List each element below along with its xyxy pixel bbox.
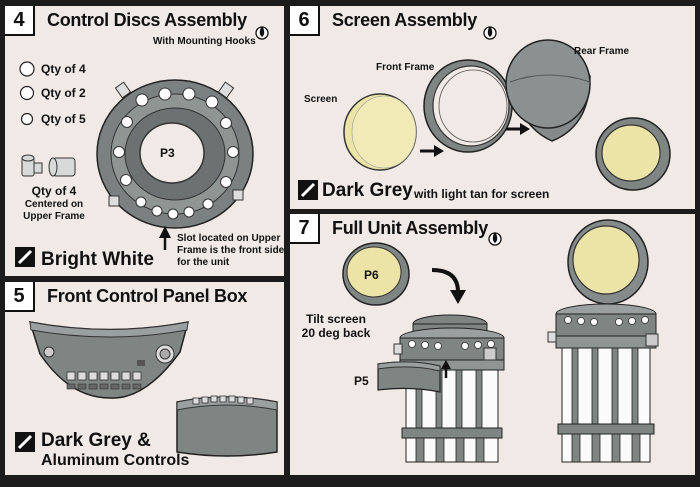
qty-2-label: Qty of 2 [41, 86, 86, 100]
section-4-panel: 4 Control Discs Assembly With Mounting H… [5, 6, 284, 276]
paint-drop-icon [483, 26, 497, 40]
paint-drop-icon [255, 26, 269, 40]
slot-note-line-2: Frame is the front side [177, 245, 284, 256]
slot-note-line-1: Slot located on Upper [177, 233, 281, 244]
section-4-paint: Bright White [41, 249, 154, 270]
section-4-title: Control Discs Assembly [47, 10, 247, 30]
front-frame-label: Front Frame [376, 62, 435, 73]
section-5-paint-line-2: Aluminum Controls [41, 452, 190, 469]
section-4-artwork [15, 61, 254, 267]
slot-note-line-3: for the unit [177, 257, 230, 268]
section-6-paint-note: with light tan for screen [414, 187, 550, 201]
hook-center-note-1: Centered on [24, 199, 84, 210]
screen-label: Screen [304, 94, 338, 105]
section-6-paint: Dark Grey [322, 180, 413, 201]
paint-drop-icon [488, 232, 502, 246]
section-7-panel: 7 Full Unit Assembly [290, 214, 695, 475]
section-4-number: 4 [5, 6, 35, 36]
section-7-number: 7 [290, 214, 320, 244]
rear-frame-label: Rear Frame [574, 46, 630, 57]
part-p6-label: P6 [364, 268, 379, 282]
part-p5-label: P5 [354, 374, 369, 388]
section-6-title: Screen Assembly [332, 10, 477, 30]
hook-center-note-2: Upper Frame [23, 211, 85, 222]
section-5-paint-line-1: Dark Grey & [41, 430, 151, 451]
tilt-note-line-2: 20 deg back [301, 326, 371, 340]
qty-4-label: Qty of 4 [41, 62, 86, 76]
section-6-artwork [298, 39, 671, 200]
section-6-number: 6 [290, 6, 320, 36]
section-7-title: Full Unit Assembly [332, 218, 488, 238]
section-5-panel: 5 Front Control Panel Box [5, 282, 284, 475]
tilt-note-line-1: Tilt screen [306, 312, 366, 326]
section-7-artwork [342, 219, 659, 463]
hook-qty-label: Qty of 4 [31, 184, 77, 198]
section-6-panel: 6 Screen Assembly [290, 6, 695, 209]
section-4-subtitle: With Mounting Hooks [153, 36, 256, 47]
section-5-number: 5 [5, 282, 35, 312]
part-p3-label: P3 [160, 146, 175, 160]
section-5-title: Front Control Panel Box [47, 286, 248, 306]
section-5-artwork [15, 321, 278, 457]
qty-5-label: Qty of 5 [41, 112, 86, 126]
